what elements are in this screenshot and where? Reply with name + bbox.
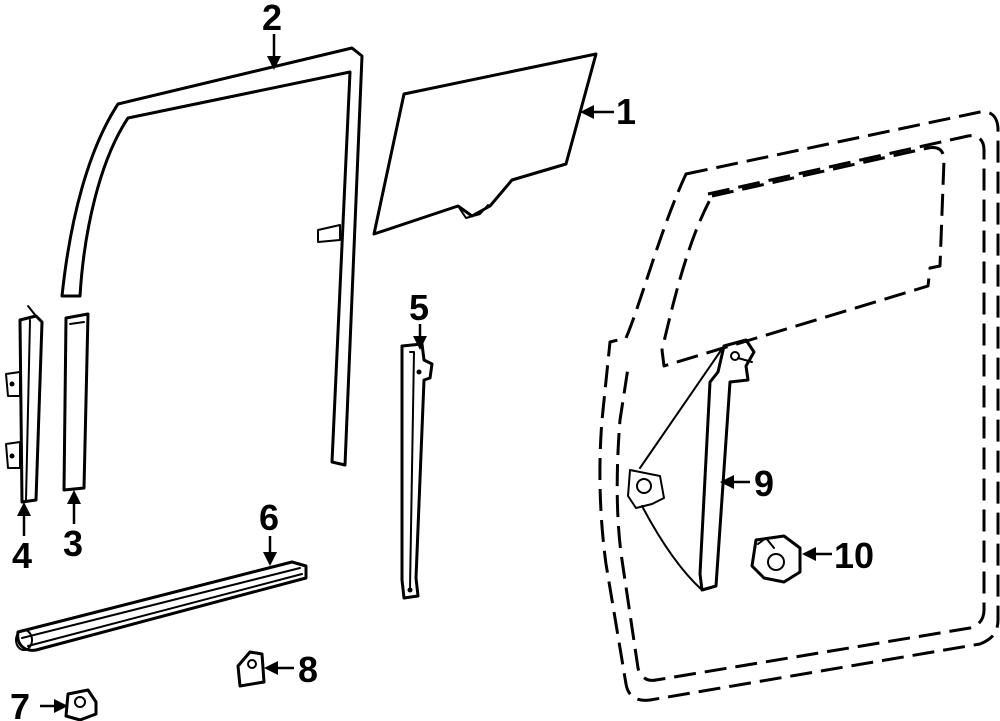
part-9-window-regulator	[627, 338, 756, 592]
part-1-door-glass	[372, 52, 598, 236]
part-7-clip	[64, 688, 98, 721]
callout-7: 7	[10, 686, 30, 721]
part-3-channel-strip	[62, 312, 90, 492]
part-2-window-frame-channel	[60, 46, 364, 467]
callout-6: 6	[259, 497, 279, 538]
leader-lines	[17, 34, 832, 713]
callout-1: 1	[616, 91, 636, 132]
callout-2: 2	[262, 0, 282, 38]
callout-8: 8	[298, 649, 318, 690]
callout-labels: 1 2 3 4 5 6 7 8 9 10	[10, 0, 874, 721]
callout-9: 9	[754, 463, 774, 504]
door-shell-outline	[598, 110, 1000, 702]
part-5-run-channel	[400, 342, 434, 600]
callout-4: 4	[12, 535, 32, 576]
callout-10: 10	[834, 535, 874, 576]
part-6-belt-weatherstrip	[15, 560, 308, 652]
part-10-regulator-motor	[750, 534, 802, 584]
callout-5: 5	[409, 287, 429, 328]
part-4-run-channel	[5, 305, 44, 504]
part-8-clip	[236, 650, 266, 688]
callout-3: 3	[63, 523, 83, 564]
